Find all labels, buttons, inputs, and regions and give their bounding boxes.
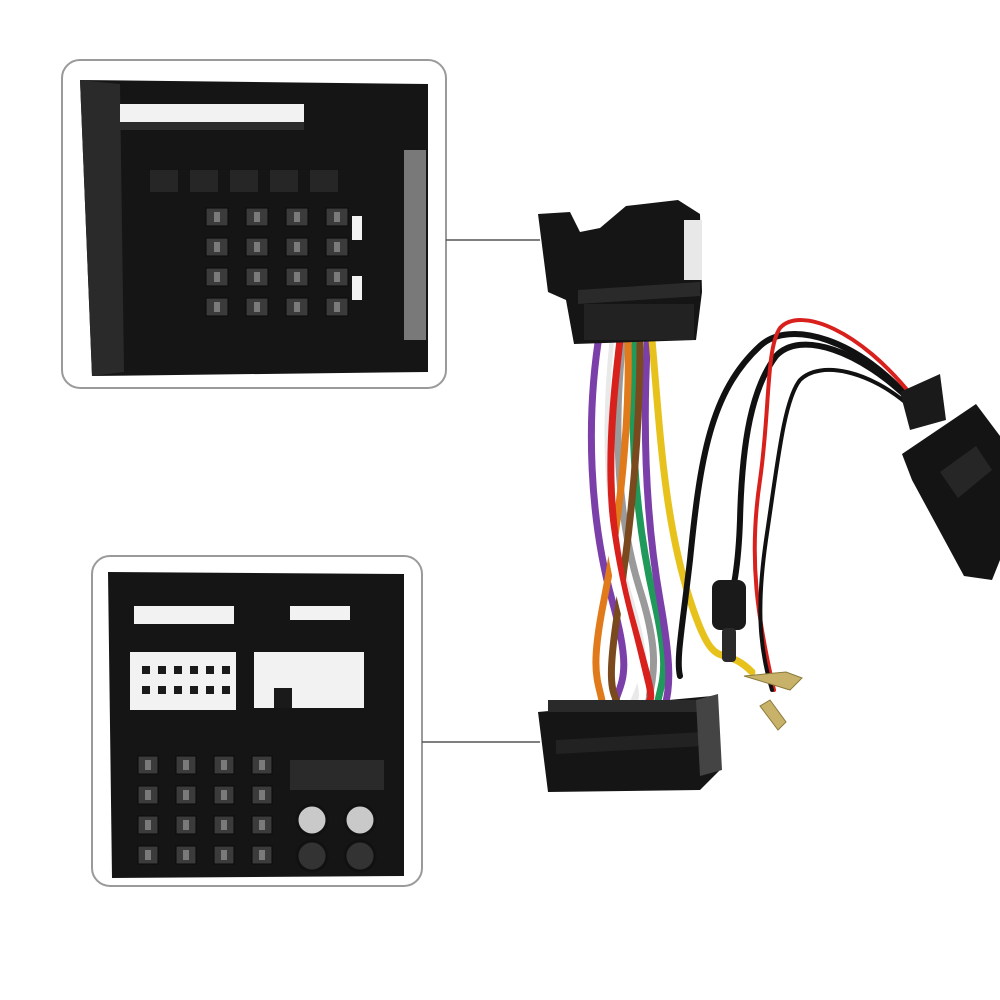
pin-icon [190, 686, 198, 694]
wire-bundle [587, 326, 756, 716]
pin-icon [205, 267, 229, 287]
pin-icon [137, 845, 159, 865]
pin-icon [142, 686, 150, 694]
top-harness-connector [538, 200, 702, 344]
pin-icon [174, 686, 182, 694]
pin-icon [175, 785, 197, 805]
pin-icon [213, 785, 235, 805]
pin-icon [325, 267, 349, 287]
pin-icon [205, 207, 229, 227]
pin-icon [325, 237, 349, 257]
pin-icon [158, 686, 166, 694]
bluetooth-module-icon [900, 374, 1000, 580]
pin-icon [245, 237, 269, 257]
pin-icon [137, 815, 159, 835]
pin-icon [285, 207, 309, 227]
pin-icon [251, 815, 273, 835]
pin-icon [205, 237, 229, 257]
pin-icon [285, 267, 309, 287]
pin-icon [222, 666, 230, 674]
pin-icon [245, 297, 269, 317]
quadlock-socket-16pin-icon [80, 80, 428, 376]
pin-icon [213, 755, 235, 775]
pin-icon [245, 267, 269, 287]
spade-terminals [743, 671, 803, 731]
pin-icon [251, 845, 273, 865]
aux-plug [712, 580, 746, 662]
pin-icon [285, 237, 309, 257]
pin-icon [251, 755, 273, 775]
pin-icon [325, 207, 349, 227]
pin-icon [175, 755, 197, 775]
pin-icon [205, 297, 229, 317]
pin-icon [325, 297, 349, 317]
pin-icon [137, 785, 159, 805]
pin-icon [206, 666, 214, 674]
pin-icon [142, 666, 150, 674]
pin-icon [174, 666, 182, 674]
pin-icon [213, 815, 235, 835]
pin-icon [251, 785, 273, 805]
pin-icon [175, 845, 197, 865]
pin-icon [285, 297, 309, 317]
pin-icon [222, 686, 230, 694]
pin-icon [137, 755, 159, 775]
pin-icon [206, 686, 214, 694]
module-cables [675, 318, 915, 692]
top-inset [61, 59, 540, 389]
bottom-inset [91, 555, 540, 887]
pin-icon [175, 815, 197, 835]
cable-harness [538, 200, 1000, 792]
quadlock-connector-40pin-icon [108, 572, 404, 878]
pin-icon [245, 207, 269, 227]
bottom-harness-connector [538, 694, 722, 792]
pin-icon [213, 845, 235, 865]
pin-icon [158, 666, 166, 674]
pin-icon [190, 666, 198, 674]
